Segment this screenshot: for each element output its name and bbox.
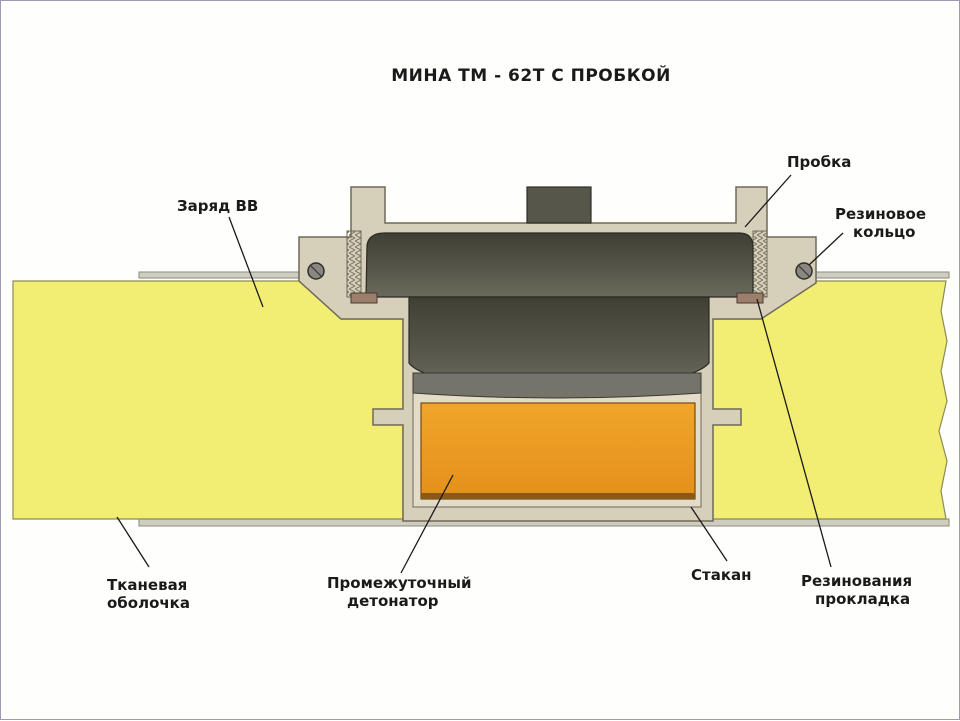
label-gasket-line2: прокладка (815, 590, 910, 608)
explosive-charge (12, 280, 948, 520)
diagram-title: МИНА ТМ - 62Т С ПРОБКОЙ (391, 64, 671, 86)
label-detonator-line2: детонатор (347, 592, 439, 610)
label-detonator-line1: Промежуточный (327, 574, 471, 592)
label-fabric-line2: оболочка (107, 594, 190, 612)
label-ring-line1: Резиновое (835, 205, 926, 223)
label-fabric-line1: Тканевая (107, 576, 187, 594)
leader-cup (690, 506, 728, 562)
label-charge: Заряд ВВ (177, 197, 258, 215)
rubber-rings (307, 262, 813, 280)
label-plug: Пробка (787, 153, 851, 171)
leader-lines (116, 174, 844, 574)
label-ring-line2: кольцо (853, 223, 915, 241)
leader-ring (808, 232, 844, 266)
plug (365, 186, 754, 399)
intermediate-detonator (420, 402, 696, 500)
leader-plug (744, 174, 792, 228)
leader-fabric (116, 516, 150, 568)
leader-gasket (756, 298, 832, 568)
leader-detonator (400, 474, 454, 574)
label-gasket-line1: Резинования (801, 572, 912, 590)
rubber-gaskets (350, 292, 764, 304)
leader-charge (228, 216, 264, 308)
label-cup: Стакан (691, 566, 752, 584)
